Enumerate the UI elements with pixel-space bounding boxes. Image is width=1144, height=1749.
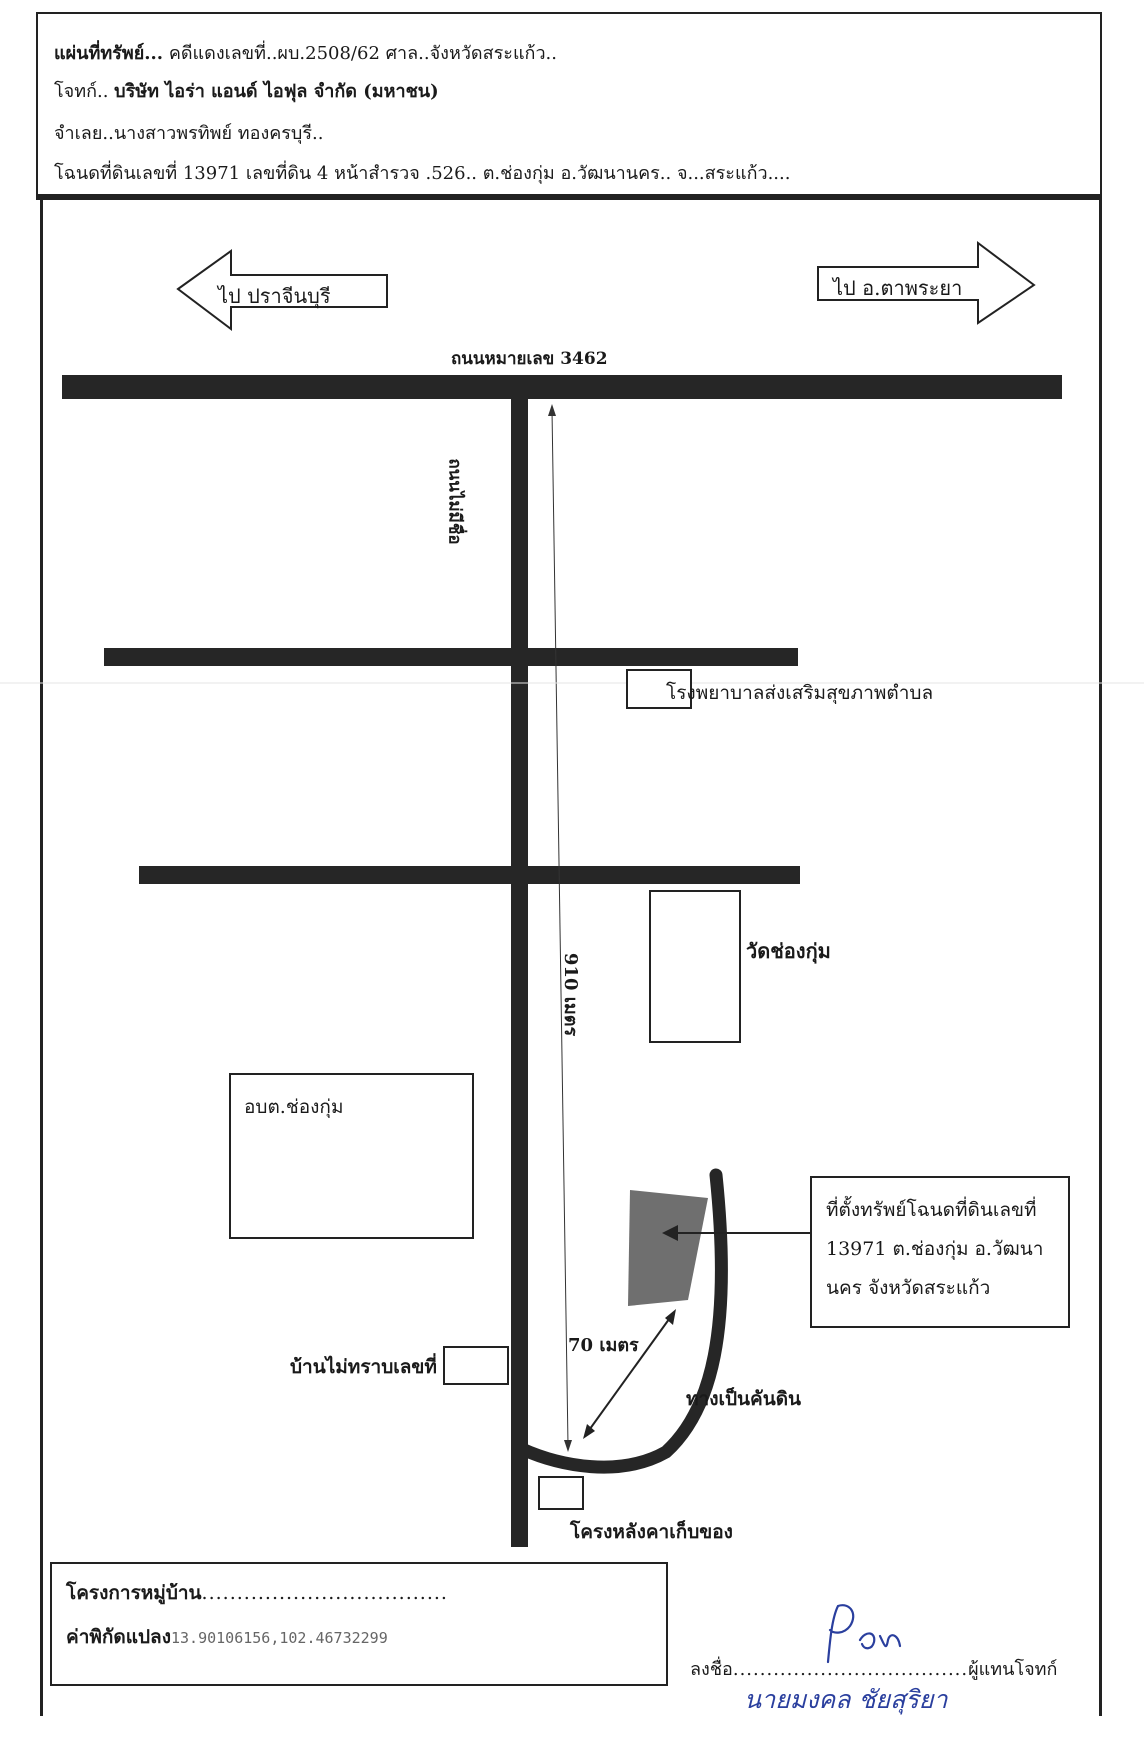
property-callout-line-3: นคร จังหวัดสระแก้ว bbox=[826, 1277, 991, 1299]
arrow-left-icon bbox=[176, 249, 388, 332]
header-divider bbox=[36, 196, 1102, 200]
temple-label: วัดช่องกุ่ม bbox=[746, 939, 831, 963]
main-road bbox=[62, 375, 1062, 399]
header-line-4: โฉนดที่ดินเลขที่ 13971 เลขที่ดิน 4 หน้าส… bbox=[54, 163, 791, 184]
project-line: โครงการหมู่บ้าน.........................… bbox=[66, 1578, 448, 1608]
dirt-road bbox=[515, 1168, 728, 1474]
dim70-arrow-a-icon bbox=[583, 1424, 595, 1439]
project-info-box bbox=[50, 1562, 668, 1686]
cross-road-1 bbox=[104, 648, 798, 666]
shed-label: โครงหลังคาเก็บของ bbox=[570, 1521, 733, 1543]
main-road-label: ถนนหมายเลข 3462 bbox=[451, 349, 608, 369]
house-label: บ้านไม่ทราบเลขที่ bbox=[290, 1356, 437, 1378]
side-road bbox=[511, 395, 528, 1547]
hospital-label: โรงพยาบาลส่งเสริมสุขภาพตำบล bbox=[666, 682, 934, 704]
dirt-road-label: ทางเป็นคันดิน bbox=[686, 1388, 802, 1410]
arrow-right-icon bbox=[817, 241, 1036, 325]
callout-arrowhead-icon bbox=[662, 1225, 678, 1241]
dimension-line-910 bbox=[551, 409, 569, 1446]
dim70-arrow-b-icon bbox=[665, 1309, 676, 1325]
signature-mark bbox=[826, 1604, 902, 1664]
dim-arrow-top-icon bbox=[548, 404, 556, 416]
header-line-2-value: บริษัท ไอร่า แอนด์ ไอฟุล จำกัด (มหาชน) bbox=[114, 81, 439, 102]
header-box bbox=[36, 12, 1102, 196]
header-line-1: แผ่นที่ทรัพย์... คดีแดงเลขที่..ผบ.2508/6… bbox=[54, 38, 557, 67]
distance-910-label: 910 เมตร bbox=[560, 952, 582, 1037]
sign-dots: ................................... bbox=[732, 1659, 969, 1680]
coord-value: 13.90106156,102.46732299 bbox=[170, 1629, 388, 1647]
dim-arrow-bottom-icon bbox=[564, 1440, 572, 1452]
sao-label: อบต.ช่องกุ่ม bbox=[244, 1096, 344, 1118]
property-parcel bbox=[628, 1190, 708, 1306]
side-road-label: ถนนไม่มีชื่อ bbox=[444, 458, 465, 545]
coord-label: ค่าพิกัดแปลง bbox=[66, 1626, 171, 1648]
hospital-building bbox=[626, 669, 692, 709]
project-label: โครงการหมู่บ้าน bbox=[66, 1582, 202, 1604]
dimension-line-70 bbox=[586, 1314, 673, 1434]
sao-building bbox=[229, 1073, 474, 1239]
coord-line: ค่าพิกัดแปลง13.90106156,102.46732299 bbox=[66, 1622, 388, 1652]
header-line-3: จำเลย..นางสาวพรทิพย์ ทองครบุรี.. bbox=[54, 123, 324, 144]
property-callout-line-1: ที่ตั้งทรัพย์โฉนดที่ดินเลขที่ bbox=[826, 1199, 1037, 1221]
signer-name: นายมงคล ชัยสุริยา bbox=[744, 1685, 948, 1714]
map-frame bbox=[40, 196, 1102, 1716]
distance-70-label: 70 เมตร bbox=[568, 1335, 639, 1356]
shed-building bbox=[538, 1476, 584, 1510]
temple-building bbox=[649, 890, 741, 1043]
header-line-1-label: แผ่นที่ทรัพย์... bbox=[54, 43, 164, 64]
house-building bbox=[443, 1346, 509, 1385]
property-callout-box bbox=[810, 1176, 1070, 1328]
arrow-right-label: ไป อ.ตาพระยา bbox=[833, 276, 963, 300]
property-callout-line-2: 13971 ต.ช่องกุ่ม อ.วัฒนา bbox=[826, 1238, 1044, 1260]
project-dots: ................................... bbox=[201, 1582, 448, 1604]
sign-role: ผู้แทนโจทก์ bbox=[968, 1659, 1058, 1680]
header-line-2: โจทก์.. บริษัท ไอร่า แอนด์ ไอฟุล จำกัด (… bbox=[54, 76, 439, 105]
header-line-1-value: คดีแดงเลขที่..ผบ.2508/62 ศาล..จังหวัดสระ… bbox=[168, 43, 557, 64]
arrow-left-label: ไป ปราจีนบุรี bbox=[218, 284, 331, 308]
signature-line: ลงชื่อ..................................… bbox=[690, 1654, 1057, 1683]
header-line-2-label: โจทก์.. bbox=[54, 81, 109, 102]
sign-label: ลงชื่อ bbox=[690, 1659, 733, 1680]
cross-road-2 bbox=[139, 866, 800, 884]
